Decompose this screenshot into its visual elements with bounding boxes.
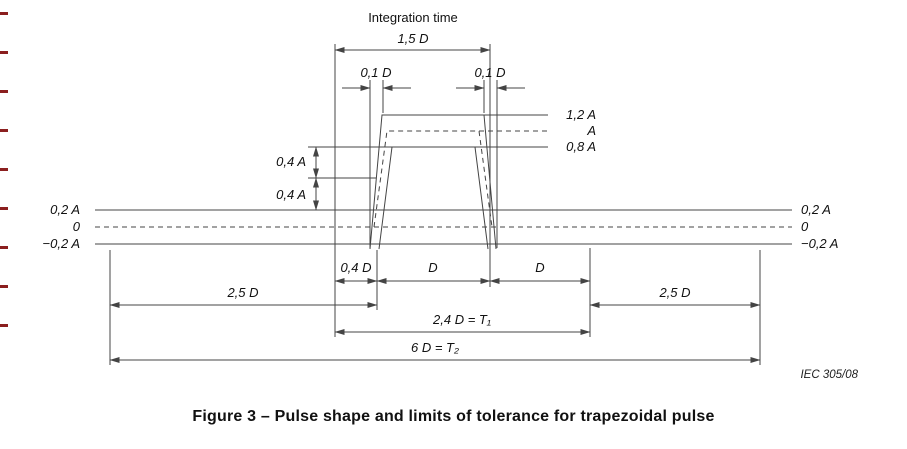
left-axis-zero-label: 0: [73, 219, 81, 234]
dim-0-4d-label: 0,4 D: [340, 260, 371, 275]
edge-mark: [0, 168, 8, 171]
edge-mark: [0, 51, 8, 54]
dim-0-1d-right-label: 0,1 D: [474, 65, 505, 80]
level-a-label: A: [586, 123, 596, 138]
dim-1-5d-label: 1,5 D: [397, 31, 428, 46]
right-axis-minus02-label: −0,2 A: [801, 236, 838, 251]
dimension-lines: [109, 47, 761, 363]
level-0-8a-label: 0,8 A: [566, 139, 596, 154]
edge-mark: [0, 324, 8, 327]
pulse-lower-tolerance-line: [378, 146, 489, 250]
dim-d1-label: D: [428, 260, 437, 275]
dim-0-4a-upper-label: 0,4 A: [276, 154, 306, 169]
integration-time-label: Integration time: [368, 10, 458, 25]
edge-mark: [0, 129, 8, 132]
leader-lines: [308, 114, 548, 179]
left-axis-plus02-label: 0,2 A: [50, 202, 80, 217]
dim-t2-label: 6 D = T₂: [411, 340, 459, 355]
baseline-band: [95, 209, 792, 245]
pulse-nominal-line: [373, 130, 493, 228]
figure-caption: Figure 3 – Pulse shape and limits of tol…: [192, 408, 715, 425]
right-axis-zero-label: 0: [801, 219, 809, 234]
dim-2-5d-right-label: 2,5 D: [658, 285, 690, 300]
dim-0-4a-lower-label: 0,4 A: [276, 187, 306, 202]
edge-mark: [0, 246, 8, 249]
right-axis-plus02-label: 0,2 A: [801, 202, 831, 217]
edge-mark: [0, 12, 8, 15]
edge-mark: [0, 285, 8, 288]
left-axis-minus02-label: −0,2 A: [43, 236, 80, 251]
dim-t1-label: 2,4 D = T₁: [432, 312, 491, 327]
dim-0-1d-left-label: 0,1 D: [360, 65, 391, 80]
pulse-shape: [369, 114, 497, 250]
text-labels: Integration time 1,5 D 0,1 D 0,1 D 1,2 A…: [43, 10, 859, 381]
iec-reference-label: IEC 305/08: [800, 369, 858, 381]
left-edge-marks: [0, 0, 10, 360]
dim-d2-label: D: [535, 260, 544, 275]
dim-2-5d-left-label: 2,5 D: [226, 285, 258, 300]
pulse-upper-tolerance-line: [369, 114, 497, 250]
level-1-2a-label: 1,2 A: [566, 107, 596, 122]
edge-mark: [0, 207, 8, 210]
edge-mark: [0, 90, 8, 93]
